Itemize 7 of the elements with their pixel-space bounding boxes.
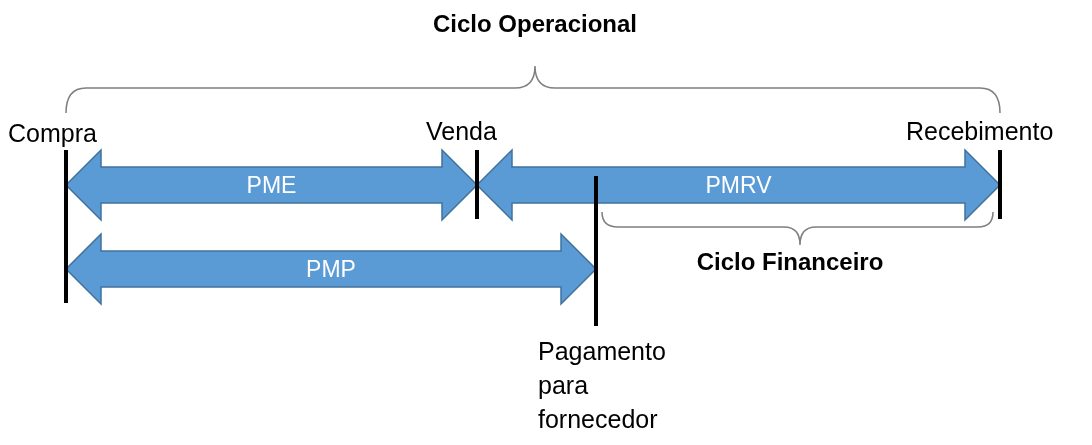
edge-label: PME <box>246 173 297 197</box>
timeline-point-label: Compra <box>8 116 128 150</box>
timeline-point-label: Venda <box>426 114 521 148</box>
edge-label: PMP <box>306 257 356 281</box>
timeline-point-label: Recebimento <box>906 114 1090 148</box>
edge-label: PMRV <box>705 173 772 197</box>
timeline-point-label: Pagamento para fornecedor <box>538 334 708 436</box>
